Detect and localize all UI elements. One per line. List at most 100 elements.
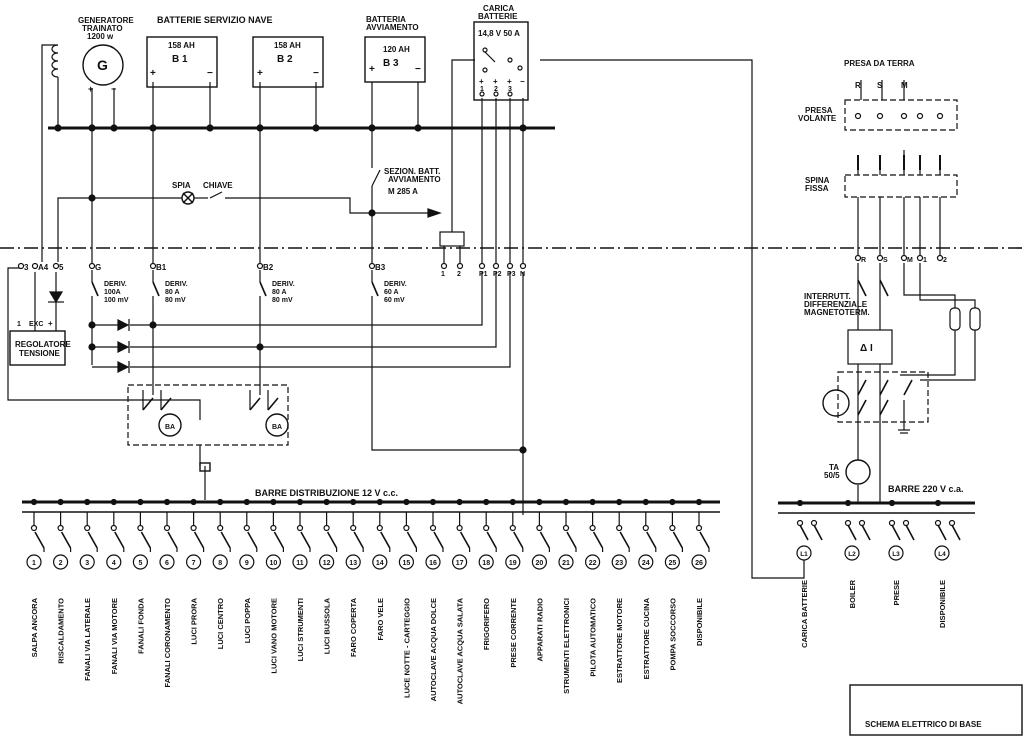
deriv-fuse bbox=[259, 281, 267, 297]
house-batteries-label: BATTERIE SERVIZIO NAVE bbox=[157, 15, 273, 25]
terminal-label: B2 bbox=[263, 263, 274, 272]
circuit-number: 13 bbox=[349, 560, 357, 567]
ac-terminal-label: S bbox=[883, 257, 888, 264]
circuit-breaker bbox=[592, 531, 604, 549]
gen-minus-terminal: − bbox=[111, 84, 116, 94]
circuit-breaker bbox=[114, 531, 125, 549]
bus-tap bbox=[642, 498, 649, 506]
circuit-terminal bbox=[84, 524, 91, 532]
circuit-terminal bbox=[296, 524, 304, 532]
circuit-breaker bbox=[167, 531, 178, 549]
circuit-label: PILOTA AUTOMATICO bbox=[589, 598, 598, 677]
bus-tap bbox=[509, 498, 516, 506]
selector-switch bbox=[142, 397, 154, 411]
circuit-number: 26 bbox=[695, 560, 703, 567]
circuit-label: POMPA SOCCORSO bbox=[668, 598, 677, 671]
terminal-label: B3 bbox=[375, 263, 386, 272]
circuit-number: 16 bbox=[429, 560, 437, 567]
circuit-breaker bbox=[459, 531, 471, 549]
spina-fissa-label-1: SPINA bbox=[805, 176, 830, 185]
deriv-name: DERIV. bbox=[165, 281, 188, 288]
circuit-breaker bbox=[380, 531, 391, 549]
bus-tap bbox=[562, 498, 570, 506]
deriv-name: DERIV. bbox=[104, 281, 127, 288]
junction-dot bbox=[110, 124, 118, 132]
junction-dot bbox=[519, 446, 527, 454]
deriv-rating: 100A bbox=[104, 289, 121, 296]
field-coil bbox=[51, 44, 59, 78]
battery-charger bbox=[473, 21, 529, 101]
circuit-terminal bbox=[642, 524, 649, 532]
interrutt-label-1: INTERRUTT. bbox=[804, 292, 851, 301]
ac-meter bbox=[822, 389, 850, 417]
circuit-number-badge bbox=[398, 554, 414, 570]
circuit-label: ESTRATTORE MOTORE bbox=[615, 598, 624, 683]
circuit-breaker bbox=[539, 531, 551, 549]
circuit-label: FARO VELE bbox=[376, 598, 385, 641]
circuit-label: LUCI CENTRO bbox=[216, 598, 225, 649]
plus-terminal: + bbox=[150, 68, 156, 79]
charger-plus: + bbox=[507, 77, 512, 86]
ac-circuit-label: BOILER bbox=[848, 579, 857, 608]
starting-battery-label-1: BATTERIA bbox=[366, 15, 406, 24]
bus-tap bbox=[84, 498, 91, 506]
junction-dot bbox=[88, 124, 96, 132]
bus-tap bbox=[296, 498, 304, 506]
circuit-label: LUCE NOTTE - CARTEGGIO bbox=[402, 598, 411, 698]
circuit-label: FRIGORIFERO bbox=[482, 598, 491, 650]
circuit-terminal bbox=[30, 524, 38, 532]
junction-dot bbox=[256, 343, 264, 351]
circuit-number: 4 bbox=[112, 560, 116, 567]
circuit-terminal bbox=[110, 524, 117, 532]
circuit-number: 8 bbox=[218, 560, 222, 567]
sezion-label-1: SEZION. BATT. bbox=[384, 167, 440, 176]
minus-terminal: − bbox=[415, 64, 421, 75]
circuit-number-badge bbox=[79, 554, 95, 570]
presa-pin bbox=[916, 112, 924, 120]
starting-battery-label-2: AVVIAMENTO bbox=[366, 23, 419, 32]
terminal-label: P2 bbox=[493, 271, 502, 278]
changeover-contact bbox=[903, 379, 913, 396]
circuit-number-badge bbox=[691, 554, 707, 570]
bus-tap bbox=[30, 498, 38, 506]
ac-breaker bbox=[847, 524, 857, 541]
circuit-terminal bbox=[536, 524, 543, 532]
ammeter-shunt bbox=[199, 462, 211, 472]
title-block-frame bbox=[849, 684, 1023, 736]
circuit-number: 9 bbox=[245, 560, 249, 567]
junction-dot bbox=[88, 343, 96, 351]
circuit-breaker bbox=[326, 531, 338, 549]
ac-circuit-label: PRESE bbox=[892, 580, 901, 605]
changeover-contact bbox=[857, 379, 867, 396]
circuit-terminal bbox=[190, 524, 197, 532]
circuit-breaker bbox=[433, 531, 444, 549]
ac-circuit-label: DISPONIBILE bbox=[938, 580, 947, 628]
circuit-label: FANALI VIA MOTORE bbox=[110, 598, 119, 674]
circuit-terminal bbox=[456, 524, 463, 532]
deriv-shunt: 60 mV bbox=[384, 297, 405, 304]
ac-circuit-badge bbox=[934, 545, 950, 561]
deriv-rating: 80 A bbox=[165, 289, 180, 296]
terminal-label: G bbox=[95, 263, 101, 272]
bus-tap bbox=[190, 498, 197, 506]
ac-breaker bbox=[951, 524, 961, 541]
selector-switch bbox=[249, 397, 261, 411]
circuit-label: PRESE CORRENTE bbox=[509, 598, 518, 668]
circuit-breaker bbox=[273, 531, 285, 549]
circuit-number-badge bbox=[292, 554, 308, 570]
circuit-number-badge bbox=[664, 554, 681, 570]
ac-circuit-number: L3 bbox=[892, 551, 900, 558]
charger-contact bbox=[517, 65, 523, 71]
circuit-terminal bbox=[483, 524, 490, 532]
junction-dot bbox=[519, 124, 527, 132]
circuit-breaker bbox=[353, 531, 364, 549]
circuit-label: DISPONIBILE bbox=[695, 598, 704, 646]
battery-b3 bbox=[364, 36, 426, 83]
circuit-number-badge bbox=[372, 554, 388, 570]
circuit-number: 11 bbox=[296, 560, 304, 567]
circuit-terminal bbox=[137, 524, 144, 532]
ac-terminal bbox=[858, 519, 866, 527]
ac-breaker bbox=[891, 524, 901, 541]
circuit-number: 2 bbox=[59, 560, 63, 567]
current-transformer bbox=[845, 459, 871, 485]
